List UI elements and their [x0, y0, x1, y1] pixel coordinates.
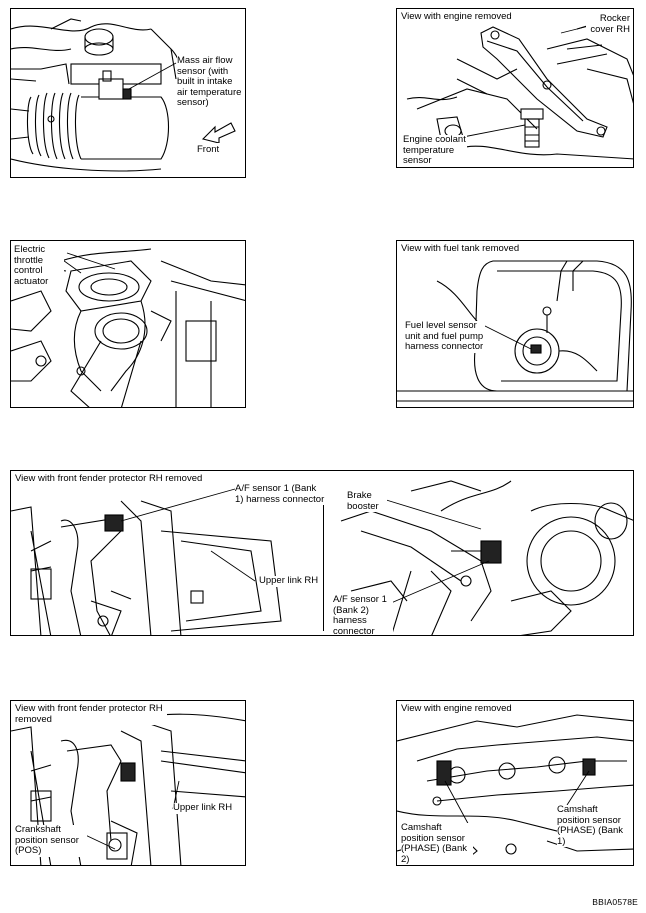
panel-divider: [323, 491, 324, 631]
af-sensor-bank2-label: A/F sensor 1 (Bank 2) harness connector: [333, 594, 393, 635]
cam-illustration: [397, 714, 633, 865]
maf-leader-lines: [128, 62, 177, 90]
panel-fuel-level-sensor: View with fuel tank removed Fuel level s…: [396, 240, 634, 408]
af-leader-lines: [120, 488, 490, 604]
electric-throttle-control-actuator-label: Electric throttle control actuator: [14, 244, 64, 287]
crank-panel-header: View with front fender protector RH remo…: [15, 703, 167, 725]
front-label: Front: [197, 144, 220, 156]
upper-link-rh-label: Upper link RH: [259, 575, 319, 587]
ect-panel-header: View with engine removed: [401, 11, 514, 22]
mass-air-flow-sensor-label: Mass air flow sensor (with built in inta…: [177, 55, 245, 109]
af-sensor-bank1-label: A/F sensor 1 (Bank 1) harness connector: [235, 483, 327, 505]
rocker-cover-rh-label: Rocker cover RH: [586, 13, 630, 35]
panel-af-sensors: View with front fender protector RH remo…: [10, 470, 634, 636]
fuel-panel-header: View with fuel tank removed: [401, 243, 522, 254]
fuel-leader-lines: [482, 324, 532, 350]
throttle-illustration: [11, 248, 245, 407]
camshaft-position-sensor-bank2-label: Camshaft position sensor (PHASE) (Bank 2…: [401, 822, 473, 865]
figure-reference-code: BBIA0578E: [592, 897, 638, 907]
panel-camshaft-position-sensors: View with engine removed Camshaft positi…: [396, 700, 634, 866]
engine-coolant-temperature-sensor-label: Engine coolant temperature sensor: [403, 134, 467, 167]
af-panel-header: View with front fender protector RH remo…: [15, 473, 205, 484]
fuel-tank-illustration: [397, 260, 633, 402]
crankshaft-position-sensor-label: Crankshaft position sensor (POS): [15, 824, 87, 857]
panel-crankshaft-position-sensor: View with front fender protector RH remo…: [10, 700, 246, 866]
camshaft-position-sensor-bank1-label: Camshaft position sensor (PHASE) (Bank 1…: [557, 804, 633, 847]
fuel-level-sensor-label: Fuel level sensor unit and fuel pump har…: [405, 320, 485, 353]
front-arrow-icon: [201, 122, 236, 143]
panel-mass-air-flow-sensor: Mass air flow sensor (with built in inta…: [10, 8, 246, 178]
maf-illustration: [11, 18, 184, 172]
cam-leader-lines: [444, 770, 590, 830]
cam-panel-header: View with engine removed: [401, 703, 514, 714]
ect-illustration: [406, 22, 633, 160]
panel-electric-throttle-control-actuator: Electric throttle control actuator: [10, 240, 246, 408]
brake-booster-label: Brake booster: [347, 490, 387, 512]
upper-link-rh-label-crank: Upper link RH: [173, 802, 233, 814]
panel-engine-coolant-temperature-sensor: View with engine removed Rocker cover RH…: [396, 8, 634, 168]
